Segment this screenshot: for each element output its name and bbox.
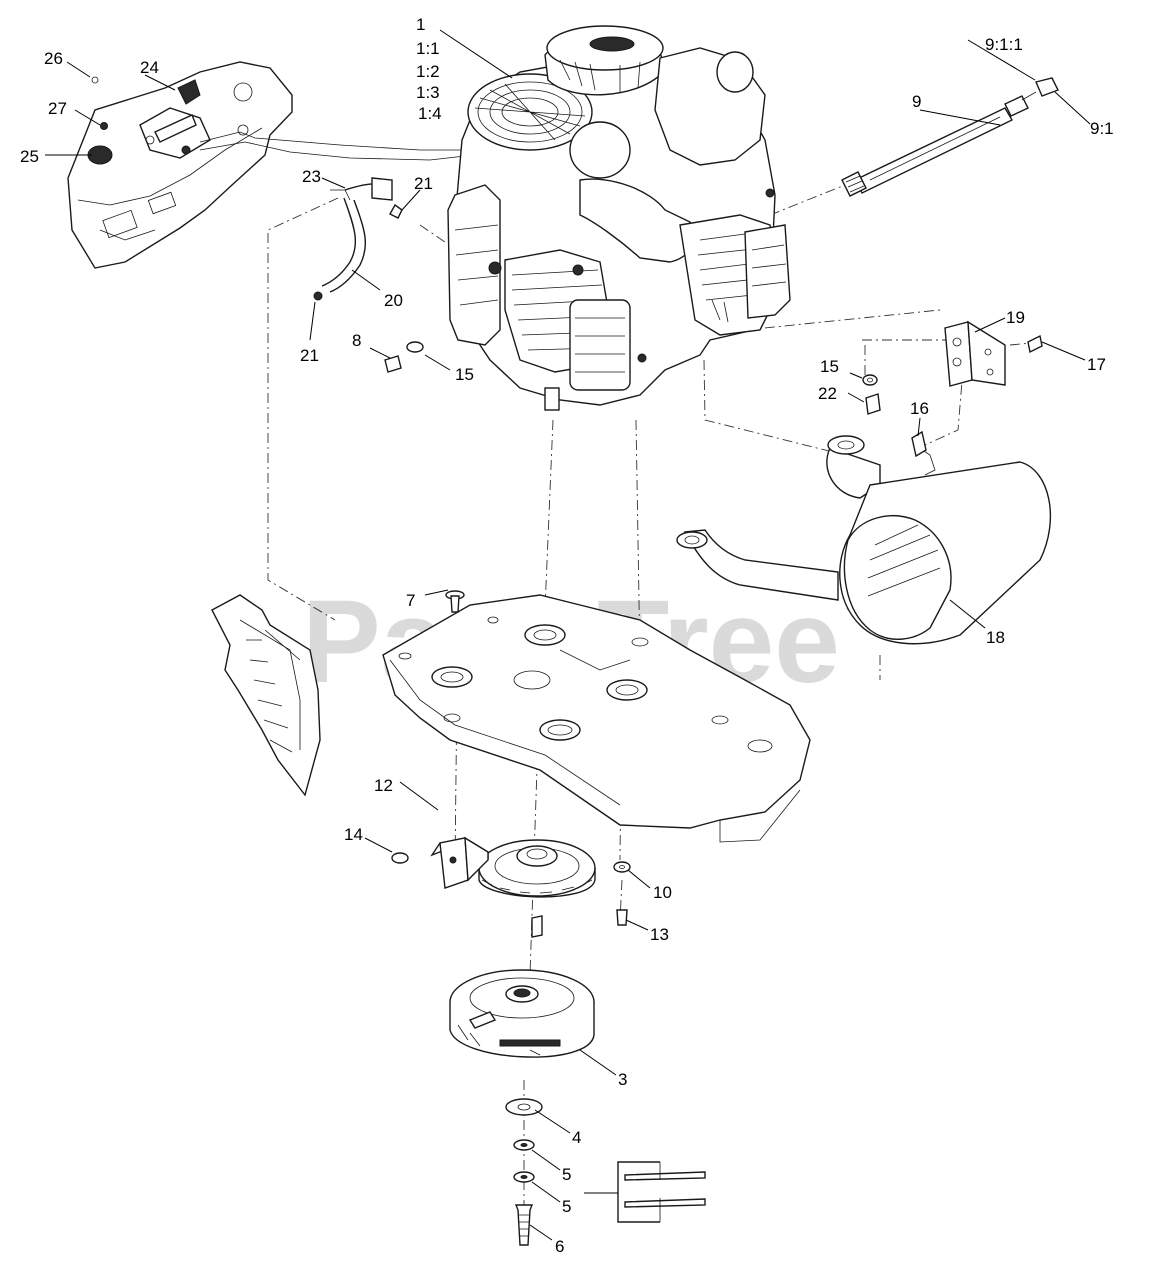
- callout-1-1: 1:1: [416, 39, 440, 58]
- bracket-hardware: [384, 334, 1043, 458]
- callout-1-4: 1:4: [418, 104, 442, 123]
- callout-13: 13: [650, 925, 669, 944]
- callout-9: 9: [912, 92, 921, 111]
- callout-6: 6: [555, 1237, 564, 1256]
- muffler-bracket: [944, 320, 1006, 387]
- callout-14: 14: [344, 825, 363, 844]
- engine-deck-plate: [382, 594, 811, 843]
- clutch-stop-bracket: [391, 590, 631, 926]
- callout-1: 1: [416, 15, 425, 34]
- callout-9-1-1: 9:1:1: [985, 35, 1023, 54]
- throttle-control-panel: [67, 61, 470, 269]
- callout-10: 10: [653, 883, 672, 902]
- callout-23: 23: [302, 167, 321, 186]
- callout-27: 27: [48, 99, 67, 118]
- engine-pulley: [478, 839, 596, 938]
- callout-9-1: 9:1: [1090, 119, 1114, 138]
- callout-20: 20: [384, 291, 403, 310]
- muffler-assembly: [676, 435, 1052, 645]
- callout-19: 19: [1006, 308, 1025, 327]
- callout-5-lower: 5: [562, 1197, 571, 1216]
- callout-16: 16: [910, 399, 929, 418]
- callout-7: 7: [406, 591, 415, 610]
- callout-25: 25: [20, 147, 39, 166]
- callout-1-3: 1:3: [416, 83, 440, 102]
- callout-18: 18: [986, 628, 1005, 647]
- callout-24: 24: [140, 58, 159, 77]
- callout-22: 22: [818, 384, 837, 403]
- callout-labels: 1 1:1 1:2 1:3 1:4 3 4 5 5 6 7 8 9 9:1 9:…: [20, 15, 1114, 1256]
- clutch-hardware: [505, 1098, 543, 1246]
- callout-8: 8: [352, 331, 361, 350]
- electric-clutch: [449, 969, 595, 1058]
- callout-5-upper: 5: [562, 1165, 571, 1184]
- washer-detail-inset: [584, 1161, 706, 1223]
- callout-21-upper: 21: [414, 174, 433, 193]
- callout-12: 12: [374, 776, 393, 795]
- callout-15-right: 15: [820, 357, 839, 376]
- callout-leaders: [45, 29, 1091, 1241]
- callout-21-lower: 21: [300, 346, 319, 365]
- fuel-hose-assembly: [313, 177, 403, 301]
- engine-assembly: [447, 25, 791, 411]
- callout-4: 4: [572, 1128, 581, 1147]
- engine-shield: [211, 594, 321, 797]
- callout-15-left: 15: [455, 365, 474, 384]
- callout-17: 17: [1087, 355, 1106, 374]
- fuel-line-assembly: [841, 77, 1059, 197]
- callout-26: 26: [44, 49, 63, 68]
- callout-3: 3: [618, 1070, 627, 1089]
- callout-1-2: 1:2: [416, 62, 440, 81]
